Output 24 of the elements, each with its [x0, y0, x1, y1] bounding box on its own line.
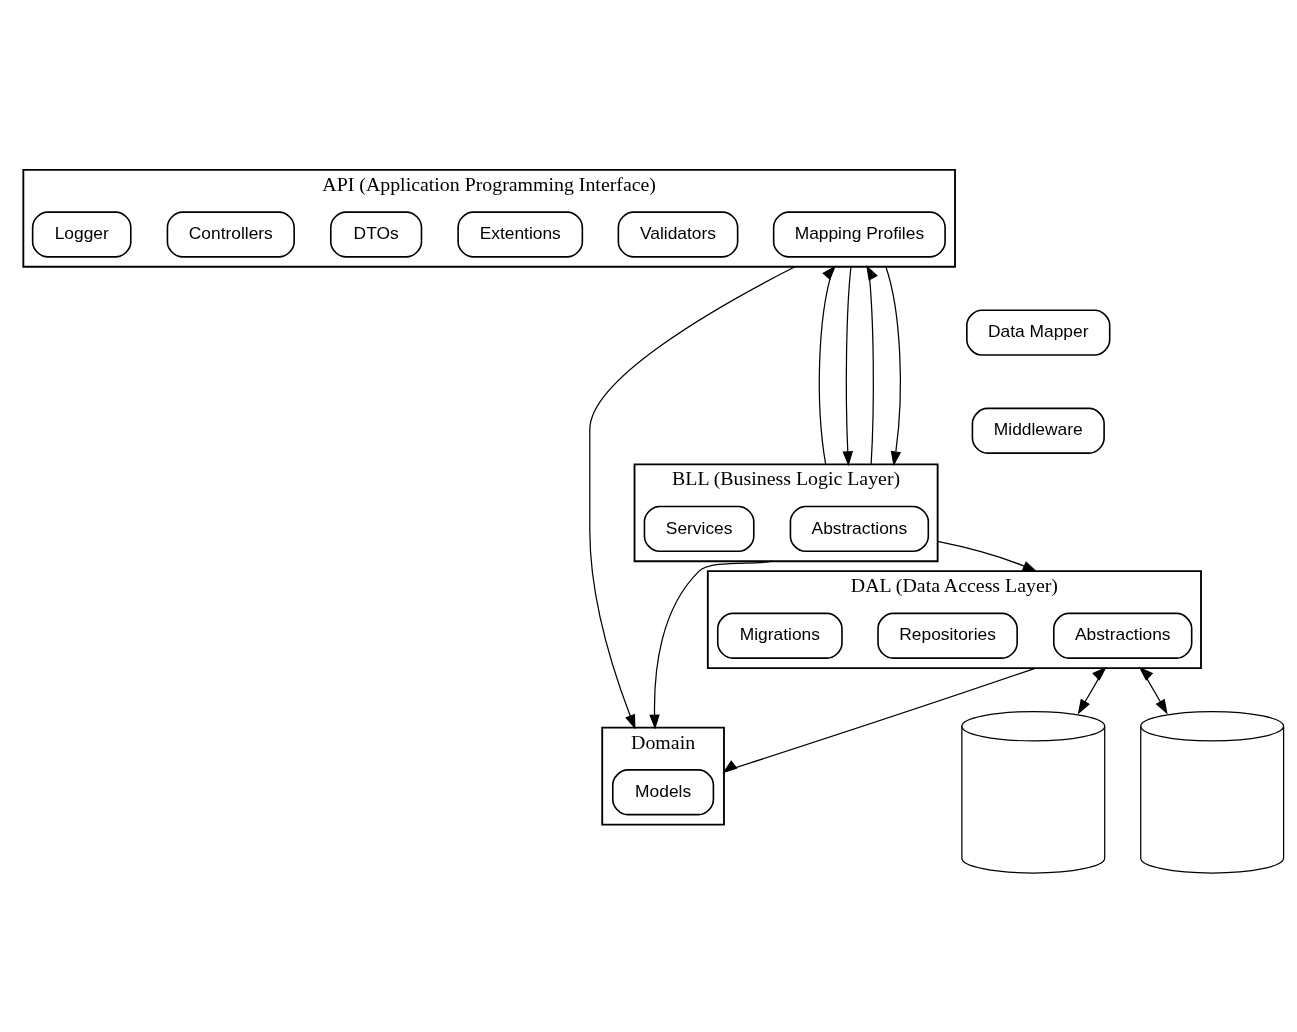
arrow — [1077, 666, 1107, 714]
arrow — [1138, 666, 1168, 714]
arrow — [937, 540, 1038, 572]
node-box: Controllers — [166, 210, 295, 258]
arrow — [649, 560, 774, 730]
arrow — [885, 265, 902, 466]
node-box: Models — [611, 768, 715, 815]
node-box: Data Mapper — [966, 308, 1111, 356]
arrow — [589, 265, 796, 729]
node-box: Logger — [31, 210, 132, 258]
arrow — [842, 265, 853, 466]
node-box: Repositories — [877, 612, 1018, 659]
node-box: Services — [643, 505, 755, 552]
arrow — [866, 264, 878, 465]
node-box: Extentions — [457, 210, 584, 258]
node-box: Middleware — [971, 407, 1105, 454]
node-box: Abstractions — [789, 505, 930, 552]
node-box: Migrations — [716, 612, 843, 659]
node-box: Abstractions — [1053, 612, 1193, 659]
node-box: Mapping Profiles — [772, 210, 946, 258]
node-box: Validators — [617, 210, 739, 258]
arrow — [818, 264, 836, 465]
arrow — [722, 666, 1037, 773]
node-box: DTOs — [330, 210, 423, 258]
